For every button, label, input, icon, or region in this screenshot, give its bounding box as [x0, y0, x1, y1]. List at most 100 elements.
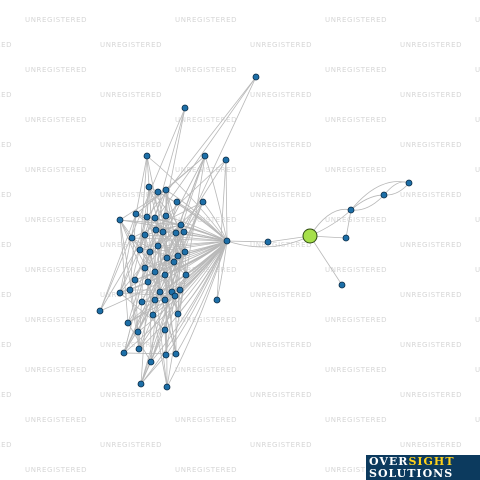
watermark-text: UNREGISTERED — [25, 116, 87, 124]
network-node — [201, 152, 209, 160]
network-edge — [134, 215, 167, 281]
watermark-text: UNREGISTERED — [400, 91, 462, 99]
network-node — [176, 286, 184, 294]
watermark-text: UNREGISTERED — [175, 66, 237, 74]
watermark-text: UNREGISTERED — [250, 241, 312, 249]
network-node — [171, 292, 179, 300]
watermark-text: UNREGISTERED — [100, 391, 162, 399]
watermark-text: UNREGISTERED — [175, 366, 237, 374]
watermark-text: UNREGISTERED — [175, 466, 237, 474]
network-edge — [119, 216, 148, 294]
logo-word-solutions: SOLUTIONS — [369, 467, 454, 480]
watermark-text: UNREGISTERED — [0, 91, 12, 99]
watermark-layer: UNREGISTERED UNREGISTERED UNREGISTERED UNRE… — [0, 16, 480, 474]
watermark-text: UNREGISTERED — [175, 316, 237, 324]
network-node — [342, 234, 350, 242]
watermark-text: UNREGISTERED — [250, 391, 312, 399]
network-node — [223, 237, 231, 245]
network-edge — [226, 235, 311, 248]
network-node — [163, 383, 171, 391]
network-node — [161, 296, 169, 304]
watermark-text: UNREGISTERED — [100, 191, 162, 199]
network-edge — [140, 240, 228, 385]
network-node — [136, 246, 144, 254]
network-edge — [127, 322, 152, 363]
network-node — [96, 307, 104, 315]
network-node — [338, 281, 346, 289]
watermark-text: UNREGISTERED — [0, 141, 12, 149]
watermark-text: UNREGISTERED — [25, 416, 87, 424]
node-layer — [96, 73, 413, 391]
watermark-text: UNREGISTERED — [250, 41, 312, 49]
network-node — [138, 298, 146, 306]
network-node — [182, 271, 190, 279]
network-node — [131, 276, 139, 284]
network-node — [222, 156, 230, 164]
network-edge — [164, 329, 167, 356]
network-node — [154, 242, 162, 250]
watermark-text: UNREGISTERED — [175, 266, 237, 274]
watermark-text: UNREGISTERED — [325, 466, 387, 474]
network-edge — [166, 274, 187, 388]
network-node — [172, 229, 180, 237]
network-node — [116, 289, 124, 297]
network-edge — [149, 251, 179, 257]
watermark-text: UNREGISTERED — [250, 191, 312, 199]
network-edge — [119, 219, 156, 301]
network-edge — [176, 201, 228, 242]
network-edge — [166, 240, 228, 388]
watermark-text: UNREGISTERED — [100, 91, 162, 99]
network-node — [135, 345, 143, 353]
watermark-text: UNREGISTERED — [325, 16, 387, 24]
network-edge — [146, 155, 228, 242]
network-edge — [138, 201, 204, 350]
network-edge — [350, 194, 385, 211]
watermark-text: UNREGISTERED — [475, 416, 480, 424]
network-node — [181, 248, 189, 256]
network-edge — [183, 231, 228, 242]
network-edge — [127, 240, 228, 324]
watermark-text: UNREGISTERED — [475, 366, 480, 374]
network-edge — [119, 271, 156, 294]
watermark-text: UNREGISTERED — [250, 441, 312, 449]
network-edge — [152, 257, 168, 316]
network-node — [264, 238, 272, 246]
network-node — [174, 252, 182, 260]
network-node — [137, 380, 145, 388]
network-node — [154, 188, 162, 196]
watermark-text: UNREGISTERED — [325, 216, 387, 224]
network-edge — [135, 189, 167, 215]
network-node — [141, 231, 149, 239]
network-node — [143, 152, 151, 160]
network-node — [128, 234, 136, 242]
network-edge — [119, 213, 137, 294]
network-node — [151, 214, 159, 222]
network-node — [162, 186, 170, 194]
watermark-text: UNREGISTERED — [25, 16, 87, 24]
network-edge — [144, 234, 149, 283]
watermark-text: UNREGISTERED — [25, 466, 87, 474]
watermark-text: UNREGISTERED — [325, 316, 387, 324]
network-edge — [144, 257, 168, 269]
network-node — [181, 104, 189, 112]
network-edge — [119, 219, 182, 226]
network-edge — [216, 159, 227, 301]
watermark-text: UNREGISTERED — [325, 116, 387, 124]
network-edge — [183, 76, 257, 233]
watermark-text: UNREGISTERED — [25, 66, 87, 74]
watermark-text: UNREGISTERED — [100, 41, 162, 49]
watermark-text: UNREGISTERED — [475, 16, 480, 24]
network-node — [170, 258, 178, 266]
watermark-text: UNREGISTERED — [325, 266, 387, 274]
watermark-text: UNREGISTERED — [400, 341, 462, 349]
watermark-text: UNREGISTERED — [0, 391, 12, 399]
network-edge — [164, 274, 177, 355]
network-node — [120, 349, 128, 357]
network-node — [126, 286, 134, 294]
network-edge — [99, 107, 186, 312]
watermark-text: UNREGISTERED — [175, 116, 237, 124]
network-edge — [184, 251, 187, 276]
network-node — [162, 212, 170, 220]
network-edge — [123, 240, 228, 354]
